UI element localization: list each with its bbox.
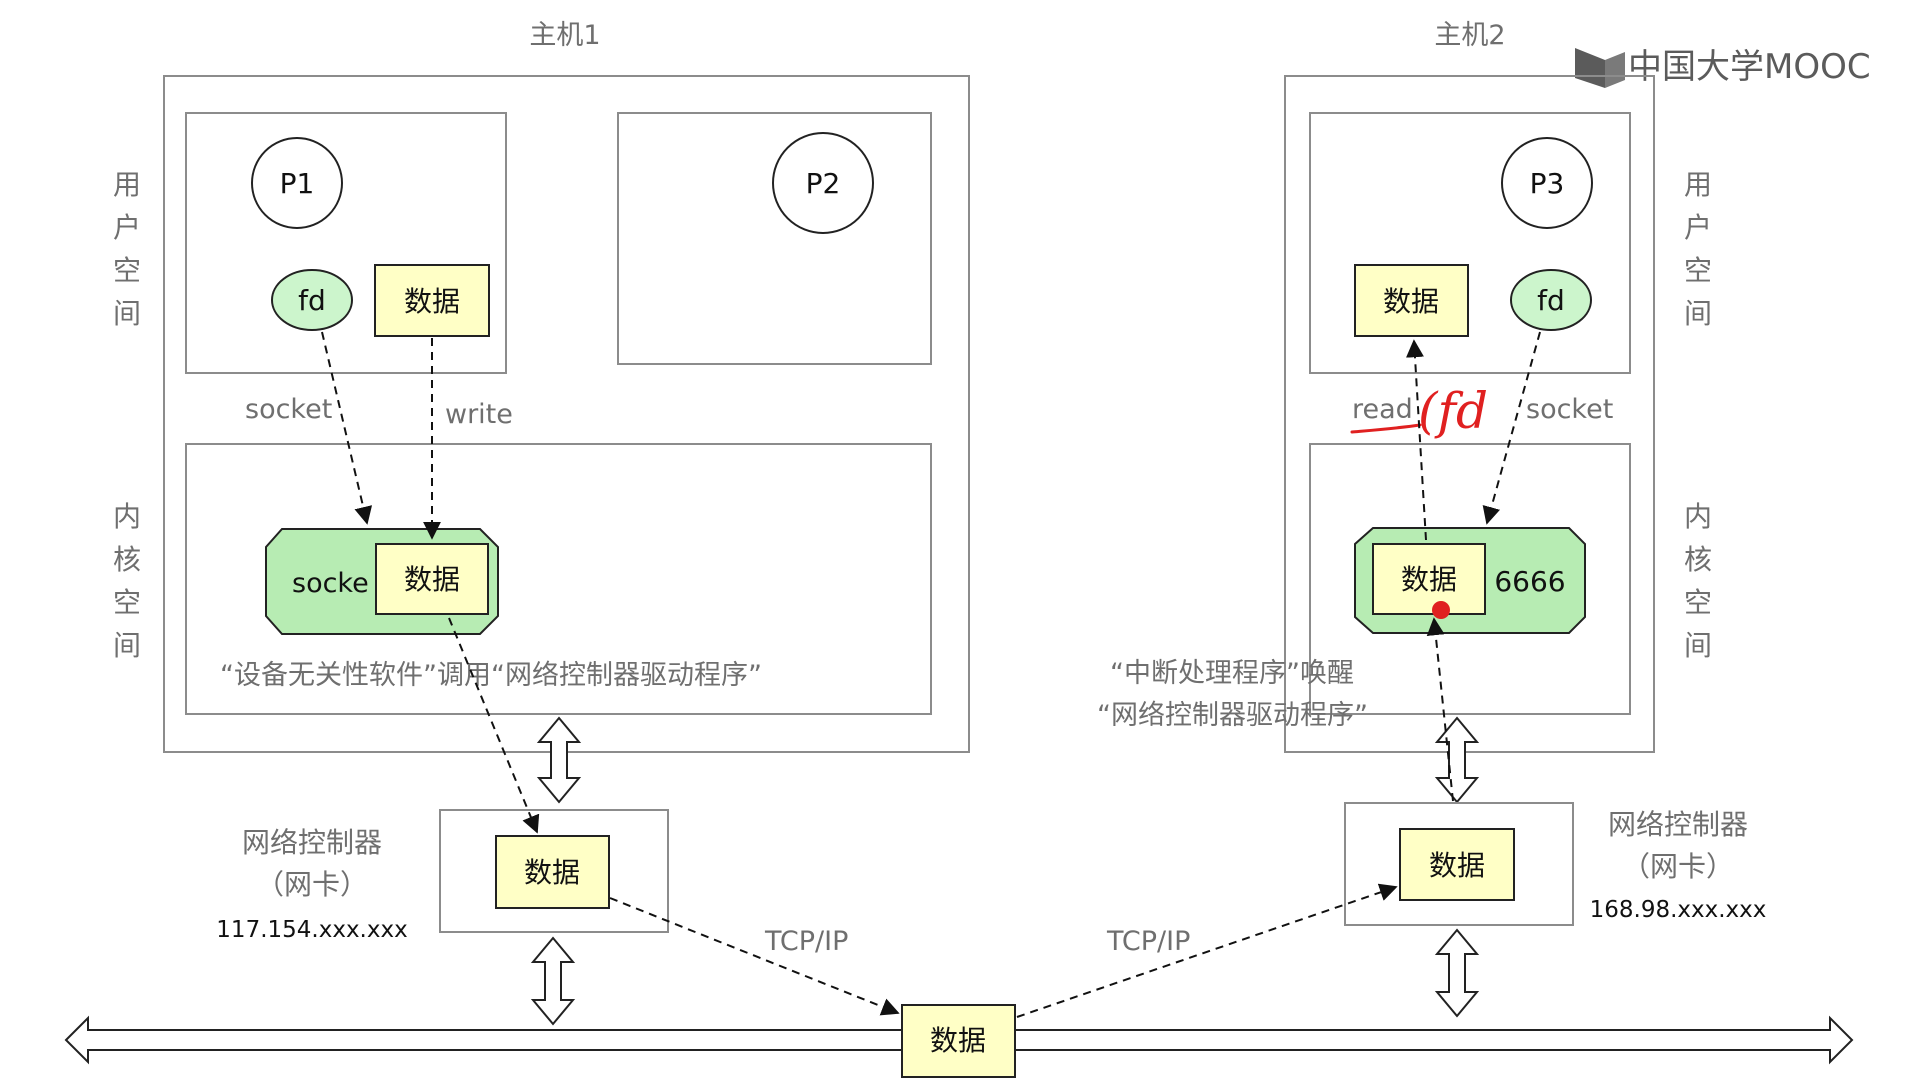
- watermark-text: 中国大学MOOC: [1628, 47, 1871, 87]
- host1-nic-data-box: [495, 835, 610, 909]
- socket-call-arrow-host1: [321, 331, 373, 525]
- tcpip-left-label: TCP/IP: [764, 926, 848, 957]
- host1-nic-title: 网络控制器: [242, 826, 382, 859]
- host1-write-call-label: write: [445, 399, 513, 430]
- host1-kernel-box: [185, 443, 932, 715]
- host1-nic-bus-double-arrow: [530, 936, 576, 1026]
- host2-user-space-label: 用户空间: [1684, 168, 1712, 330]
- host1: 主机1 用户空间 内核空间 P1 fd 数据 P2 socket write s…: [113, 20, 970, 1026]
- bus-data-box: [901, 1004, 1016, 1078]
- bus-to-nic-arrow-host2: [1016, 883, 1398, 1018]
- network-bus: 数据 TCP/IP TCP/IP: [64, 926, 1854, 1078]
- host1-p2-user-box: [617, 112, 932, 365]
- host1-kernel-socket-label: socke: [292, 568, 369, 599]
- host1-nic-subtitle: （网卡）: [256, 868, 368, 901]
- host2-box: [1284, 75, 1655, 753]
- host2-p3-user-box: [1309, 112, 1631, 374]
- host1-nic-ip: 117.154.xxx.xxx: [216, 917, 407, 943]
- host2-nic-box: [1344, 802, 1574, 926]
- host2-nic-ip: 168.98.xxx.xxx: [1590, 897, 1767, 923]
- host2-nic-data-box: [1399, 828, 1515, 901]
- host2-read-call-label: read: [1352, 394, 1413, 425]
- p1-process-circle: [251, 137, 343, 229]
- nic-to-kernel-arrow-host2: [1426, 617, 1454, 802]
- host2-kernel-box: [1309, 443, 1631, 715]
- host1-nic-box: [439, 809, 669, 933]
- nic-to-bus-arrow-host1: [609, 897, 900, 1016]
- host1-user-space-label: 用户空间: [113, 168, 141, 330]
- host2-kernel-space-label: 内核空间: [1684, 500, 1712, 662]
- host2-kernel-data-label: 数据: [1401, 563, 1457, 596]
- p3-process-label: P3: [1530, 167, 1565, 200]
- host2-nic-title: 网络控制器: [1608, 808, 1748, 841]
- host2-interrupt-note-line1: “中断处理程序”唤醒: [1110, 658, 1354, 689]
- host1-fd-label: fd: [298, 284, 326, 317]
- host2-title: 主机2: [1434, 20, 1505, 51]
- host2-interrupt-note-line2: “网络控制器驱动程序”: [1097, 700, 1368, 731]
- kernel-to-nic-arrow-host1: [448, 617, 540, 834]
- host1-kernel-nic-double-arrow: [536, 716, 582, 804]
- host1-socket-call-label: socket: [245, 394, 332, 425]
- host2: 主机2 用户空间 内核空间 P3 数据 fd read socket (fd 数…: [1097, 20, 1767, 1018]
- host1-kernel-data-box: [375, 543, 489, 615]
- host2-user-data-box: [1354, 264, 1469, 337]
- host2-nic-subtitle: （网卡）: [1622, 850, 1734, 883]
- socket-call-arrow-host2: [1482, 331, 1541, 525]
- host1-kernel-data-label: 数据: [404, 563, 460, 596]
- bus-data-label: 数据: [930, 1024, 986, 1057]
- mooc-watermark: 中国大学MOOC: [1575, 47, 1871, 88]
- host2-socket-call-label: socket: [1526, 394, 1613, 425]
- p3-process-circle: [1501, 137, 1593, 229]
- tcpip-right-label: TCP/IP: [1106, 926, 1190, 957]
- host2-kernel-data-box: [1372, 543, 1486, 615]
- p2-process-circle: [772, 132, 874, 234]
- red-mark-dot: [1432, 601, 1450, 619]
- flow-arrows: [321, 331, 1541, 1018]
- host2-nic-bus-double-arrow: [1434, 928, 1480, 1018]
- host2-fd-node: [1510, 269, 1592, 331]
- host1-fd-node: [271, 269, 353, 331]
- host1-kernel-space-label: 内核空间: [113, 500, 141, 662]
- host1-nic-data-label: 数据: [524, 856, 580, 889]
- host2-fd-label: fd: [1537, 284, 1565, 317]
- read-call-arrow-host2: [1405, 339, 1427, 541]
- host2-kernel-port-label: 6666: [1494, 565, 1565, 598]
- host1-user-data-label: 数据: [404, 285, 460, 318]
- host1-user-data-box: [374, 264, 490, 337]
- p2-process-label: P2: [806, 167, 841, 200]
- host2-user-data-label: 数据: [1383, 285, 1439, 318]
- handwritten-fd-annotation: (fd: [1350, 382, 1488, 440]
- host1-title: 主机1: [529, 20, 600, 51]
- p1-process-label: P1: [280, 167, 315, 200]
- handwritten-fd-text: (fd: [1418, 382, 1488, 440]
- host1-kernel-note: “设备无关性软件”调用“网络控制器驱动程序”: [220, 660, 762, 691]
- host2-kernel-nic-double-arrow: [1434, 716, 1480, 804]
- host2-nic-data-label: 数据: [1429, 849, 1485, 882]
- book-icon: [1575, 48, 1625, 88]
- host1-p1-user-box: [185, 112, 507, 374]
